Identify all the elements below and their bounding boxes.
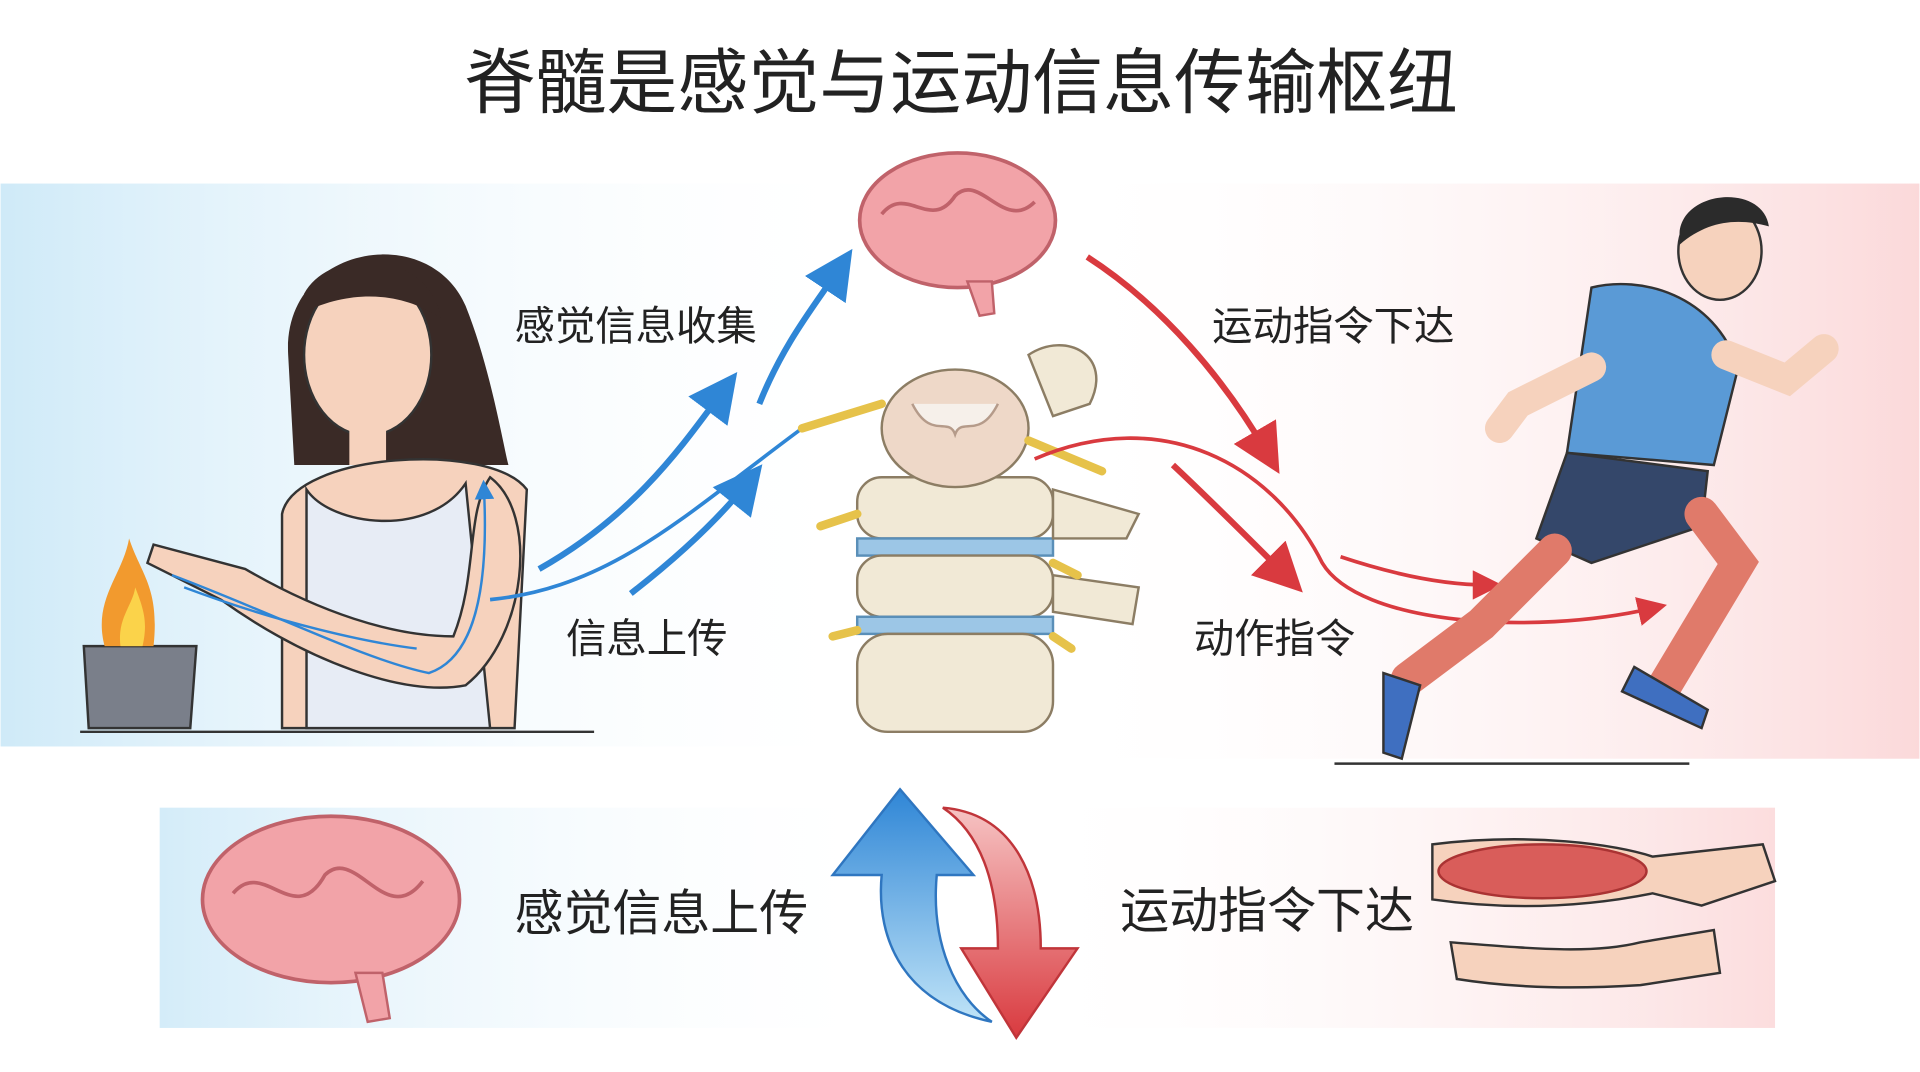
woman-illustration: [145, 254, 529, 730]
label-motor-command: 运动指令下达: [1212, 303, 1454, 350]
arm-icon: [1449, 928, 1722, 989]
upward-sensory-arrow-icon: [830, 787, 993, 1024]
motor-background: [1040, 183, 1920, 759]
bottom-label-motor-command: 运动指令下达: [1120, 883, 1414, 940]
motor-arrows: [1033, 254, 1667, 626]
bottom-label-sensory-upload: 感觉信息上传: [515, 885, 809, 942]
page-title: 脊髓是感觉与运动信息传输枢纽: [464, 42, 1458, 125]
label-sensory-collect: 感觉信息收集: [515, 303, 757, 350]
bottom-brain-icon: [200, 814, 462, 1024]
fire-pot-icon: [82, 538, 198, 730]
arm-muscle-icon: [1431, 838, 1777, 908]
bottom-motor-band: [1016, 807, 1776, 1028]
label-info-upload: 信息上传: [566, 615, 728, 662]
brain-icon: [857, 151, 1058, 318]
downward-motor-arrow-icon: [942, 806, 1080, 1040]
spine-illustration: [797, 344, 1141, 734]
label-action-command: 动作指令: [1194, 615, 1356, 662]
runner-illustration: [1382, 197, 1839, 761]
sensory-arrows: [489, 248, 853, 602]
